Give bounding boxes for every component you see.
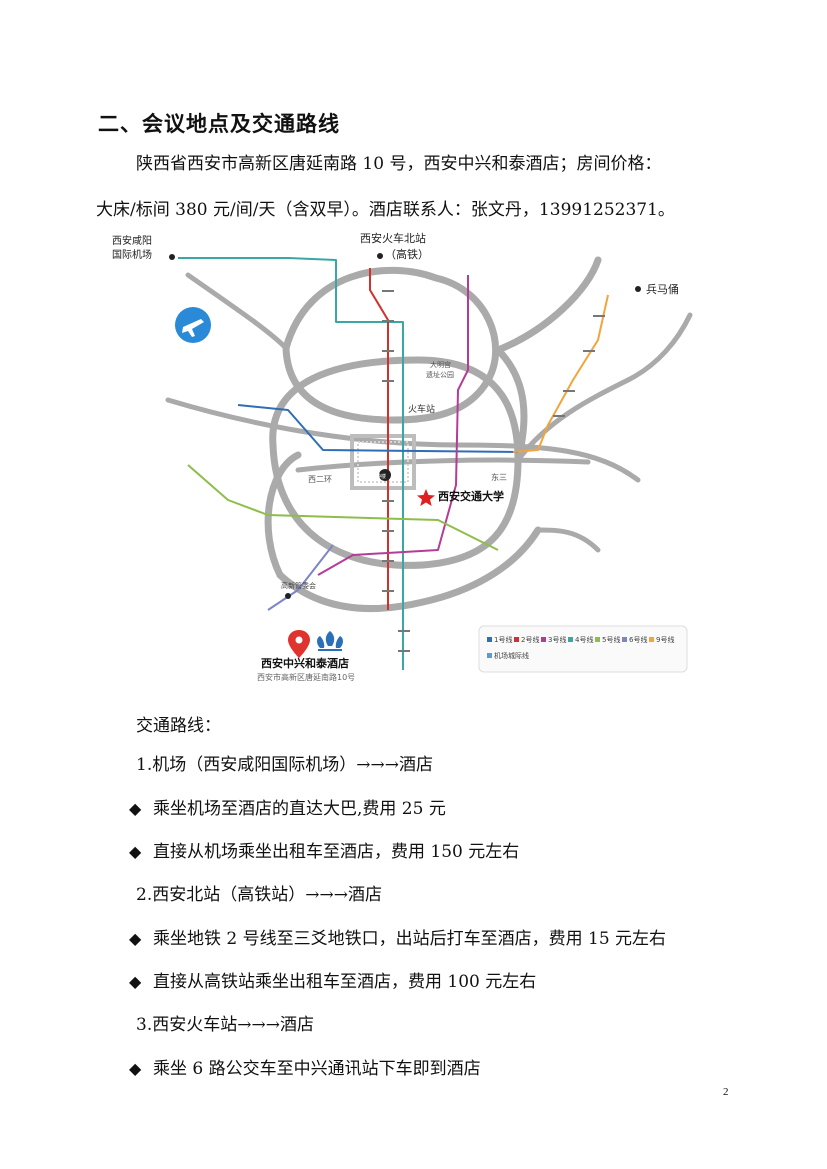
hotel-name-label: 西安中兴和泰酒店	[261, 656, 349, 670]
north-station-dot	[377, 253, 383, 259]
legend-item: 4号线	[575, 635, 593, 644]
route2-item1-text: 乘坐地铁 2 号线至三爻地铁口，出站后打车至酒店，费用 15 元左右	[153, 929, 667, 949]
legend-box	[478, 625, 688, 673]
north-station-label-2: （高铁）	[385, 247, 429, 261]
train-station-label: 火车站	[408, 403, 435, 415]
section-heading: 二、会议地点及交通路线	[98, 112, 340, 136]
north-station-label-1: 西安火车北站	[360, 231, 426, 245]
route1-item1-text: 乘坐机场至酒店的直达大巴,费用 25 元	[153, 799, 446, 819]
ring-roads	[264, 256, 602, 613]
route1-item2-text: 直接从机场乘坐出租车至酒店，费用 150 元左右	[153, 842, 520, 862]
route3-item1-text: 乘坐 6 路公交车至中兴通讯站下车即到酒店	[153, 1059, 481, 1079]
legend-item: 3号线	[548, 635, 566, 644]
legend-item: 2号线	[521, 635, 539, 644]
route3-item1: ◆ 乘坐 6 路公交车至中兴通讯站下车即到酒店	[129, 1054, 481, 1079]
metro-lines	[178, 257, 609, 670]
xjtu-star-icon	[417, 489, 435, 506]
legend-item: 1号线	[494, 635, 512, 644]
hotel-address-label: 西安市高新区唐延南路10号	[257, 672, 355, 682]
gaoxin-dot	[285, 593, 291, 599]
lotus-logo-icon	[317, 631, 343, 651]
bullet-diamond-icon: ◆	[129, 1059, 142, 1078]
airport-label-1: 西安咸阳	[112, 234, 152, 247]
route1-item1: ◆ 乘坐机场至酒店的直达大巴,费用 25 元	[129, 794, 446, 819]
bullet-diamond-icon: ◆	[129, 972, 142, 991]
route2-title: 2.西安北站（高铁站）→→→酒店	[136, 885, 382, 905]
daminggong-label-1: 大明宫	[430, 360, 451, 369]
east-ring-label: 东三	[491, 472, 507, 482]
legend-item: 6号线	[629, 635, 647, 644]
legend-item: 机场城际线	[494, 651, 529, 660]
city-wall	[350, 434, 416, 490]
legend-item: 5号线	[602, 635, 620, 644]
terracotta-dot	[635, 286, 641, 292]
legend: 1号线 2号线 3号线 4号线 5号线 6号线 9号线 机场城际线	[487, 635, 674, 660]
legend-item: 9号线	[656, 635, 674, 644]
hotel-pin-icon	[288, 630, 310, 658]
route1-item2: ◆ 直接从机场乘坐出租车至酒店，费用 150 元左右	[129, 837, 519, 862]
daminggong-label-2: 遗址公园	[426, 370, 454, 379]
page-number: 2	[723, 1086, 729, 1098]
center-station	[379, 469, 391, 481]
address-paragraph-line1: 陕西省西安市高新区唐延南路 10 号，西安中兴和泰酒店；房间价格：	[136, 154, 662, 174]
bullet-diamond-icon: ◆	[129, 799, 142, 818]
route2-item1: ◆ 乘坐地铁 2 号线至三爻地铁口，出站后打车至酒店，费用 15 元左右	[129, 924, 666, 949]
airport-label-2: 国际机场	[112, 248, 152, 261]
xjtu-label: 西安交通大学	[438, 489, 504, 503]
west-ring-label: 西二环	[308, 475, 332, 484]
gaoxin-label: 高新管委会	[281, 581, 316, 590]
route1-title: 1.机场（西安咸阳国际机场）→→→酒店	[136, 755, 433, 775]
route2-item2-text: 直接从高铁站乘坐出租车至酒店，费用 100 元左右	[153, 972, 537, 992]
terracotta-label: 兵马俑	[646, 282, 679, 296]
airplane-icon	[175, 307, 211, 343]
bullet-diamond-icon: ◆	[129, 929, 142, 948]
airport-dot	[169, 254, 175, 260]
metro-map: 西安咸阳 国际机场 西安火车北站 （高铁） 兵马俑 火车站 西安交通大学 大明宫…	[112, 230, 693, 690]
route2-item2: ◆ 直接从高铁站乘坐出租车至酒店，费用 100 元左右	[129, 967, 536, 992]
route3-title: 3.西安火车站→→→酒店	[136, 1015, 314, 1035]
routes-title: 交通路线：	[136, 716, 221, 736]
center-label: 钟楼	[376, 473, 386, 480]
address-paragraph-line2: 大床/标间 380 元/间/天（含双早）。酒店联系人：张文丹，139912523…	[96, 200, 675, 220]
bullet-diamond-icon: ◆	[129, 842, 142, 861]
